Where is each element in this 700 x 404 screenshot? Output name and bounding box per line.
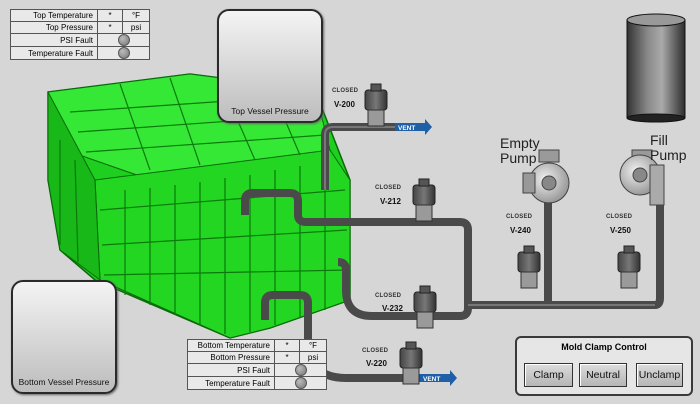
valve-v220[interactable] [399,341,423,385]
valve-state-v232: CLOSED [375,293,402,299]
empty-pump-label: Empty Pump [500,135,540,166]
bottom-pressure-label: Bottom Pressure [187,351,275,364]
valve-v200[interactable] [364,83,388,127]
valve-tag-v220: V-220 [366,359,387,368]
psi-fault-indicator [294,364,307,376]
svg-text:VENT: VENT [423,376,440,383]
table-row: PSI Fault [187,363,327,377]
top-temperature-label: Top Temperature [10,9,98,22]
bottom-pressure-unit: psi [299,351,327,364]
top-pressure-value: * [97,21,123,34]
valve-v240[interactable] [517,245,541,289]
mold-clamp-title: Mold Clamp Control [561,342,647,352]
valve-state-v212: CLOSED [375,185,402,191]
bottom-pressure-value: * [274,351,300,364]
temperature-fault-indicator [117,47,130,59]
temperature-fault-indicator [294,377,307,389]
top-status-table: Top Temperature*°F Top Pressure*psi PSI … [10,9,150,60]
top-temperature-unit: °F [122,9,150,22]
valve-tag-v250: V-250 [610,226,631,235]
gauge-title: Bottom Vessel Pressure [18,377,110,387]
valve-state-v250: CLOSED [606,214,633,220]
valve-tag-v232: V-232 [382,304,403,313]
clamp-button[interactable]: Clamp [524,363,573,387]
vent-arrow-top: VENT [395,119,432,135]
valve-v212[interactable] [412,178,436,222]
table-row: Bottom Pressure*psi [187,351,327,364]
mold-clamp-control-panel: Mold Clamp Control Clamp Neutral Unclamp [515,336,693,396]
bottom-temperature-unit: °F [299,339,327,352]
valve-state-v220: CLOSED [362,348,389,354]
top-pressure-label: Top Pressure [10,21,98,34]
psi-fault-indicator [117,34,130,46]
neutral-button[interactable]: Neutral [579,363,627,387]
unclamp-button[interactable]: Unclamp [636,363,683,387]
bottom-vessel-pressure-gauge: Bottom Vessel Pressure [11,280,117,394]
vent-arrow-bottom: VENT [420,370,457,386]
top-pressure-unit: psi [122,21,150,34]
top-psi-fault-label: PSI Fault [10,33,98,47]
bottom-status-table: Bottom Temperature*°F Bottom Pressure*ps… [187,339,327,390]
storage-tank [626,13,686,123]
valve-state-v200: CLOSED [332,88,359,94]
gauge-title: Top Vessel Pressure [231,106,309,116]
table-row: Top Pressure*psi [10,21,150,34]
valve-tag-v200: V-200 [334,100,355,109]
valve-v232[interactable] [413,285,437,329]
svg-text:VENT: VENT [398,125,415,132]
table-row: Bottom Temperature*°F [187,339,327,352]
bottom-temperature-value: * [274,339,300,352]
table-row: PSI Fault [10,33,150,47]
top-temperature-fault-label: Temperature Fault [10,46,98,60]
bottom-temperature-label: Bottom Temperature [187,339,275,352]
table-row: Top Temperature*°F [10,9,150,22]
valve-state-v240: CLOSED [506,214,533,220]
bottom-psi-fault-label: PSI Fault [187,363,275,377]
fill-pump[interactable] [619,149,665,206]
table-row: Temperature Fault [187,376,327,390]
valve-tag-v212: V-212 [380,197,401,206]
valve-tag-v240: V-240 [510,226,531,235]
valve-v250[interactable] [617,245,641,289]
top-vessel-pressure-gauge: Top Vessel Pressure [217,9,323,123]
table-row: Temperature Fault [10,46,150,60]
top-temperature-value: * [97,9,123,22]
empty-pump[interactable] [522,149,570,204]
fill-pump-label: Fill Pump [650,132,687,163]
bottom-temperature-fault-label: Temperature Fault [187,376,275,390]
